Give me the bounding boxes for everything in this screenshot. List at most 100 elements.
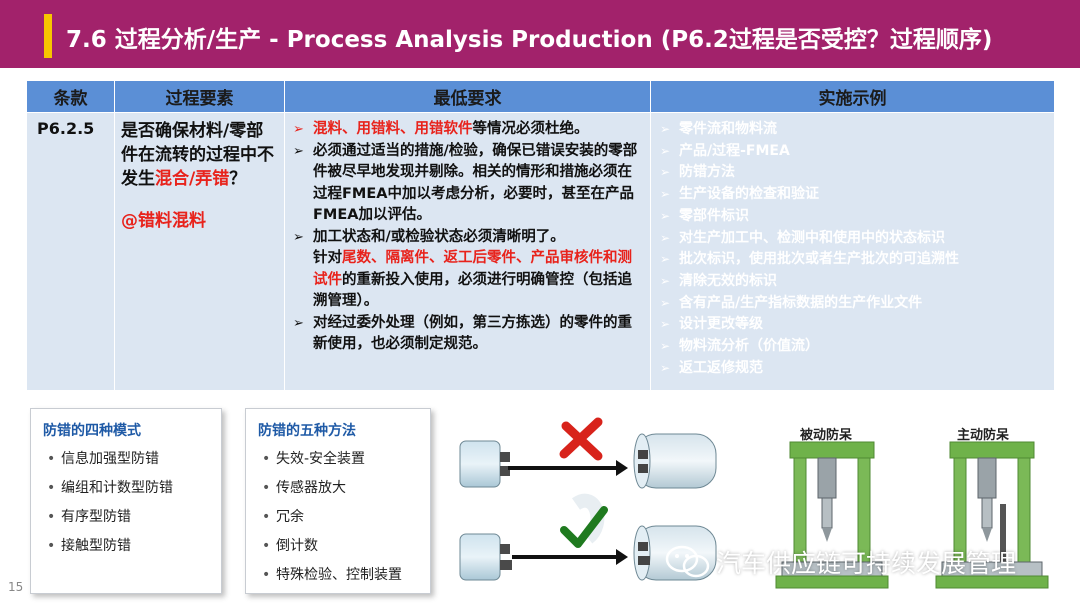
header-min-requirement: 最低要求 xyxy=(284,80,651,113)
modes-list: •信息加强型防错•编组和计数型防错•有序型防错•接触型防错 xyxy=(31,445,221,561)
bullet-dot-icon: • xyxy=(262,451,271,467)
box-title: 防错的四种模式 xyxy=(43,423,141,439)
arrow-bullet-icon: ➢ xyxy=(293,143,304,159)
mistake-proofing-methods-box: 防错的五种方法 •失效-安全装置•传感器放大•冗余•倒计数•特殊检验、控制装置 xyxy=(245,408,431,594)
list-item-text: 物料流分析（价值流） xyxy=(679,338,819,355)
slide-title: 7.6 过程分析/生产-Process Analysis Production … xyxy=(66,20,992,54)
list-item-text: 零件流和物料流 xyxy=(679,121,777,137)
bullet-dot-icon: • xyxy=(47,480,56,496)
list-item: ➢返工返修规范 xyxy=(657,358,1048,380)
correct-plug xyxy=(459,533,512,581)
list-item-text: 清除无效的标识 xyxy=(679,272,777,289)
list-item-text: 倒计数 xyxy=(276,538,318,554)
list-item-text: 批次标识，使用批次或者生产批次的可追溯性 xyxy=(679,251,959,268)
list-item-text: 零部件标识 xyxy=(679,207,749,224)
requirement-cont-pre: 针对 xyxy=(313,250,342,266)
bullet-dot-icon: • xyxy=(262,509,271,525)
requirement-red-text: 混料、用错料、用错软件 xyxy=(313,121,473,137)
bullet-dot-icon: • xyxy=(47,451,56,467)
list-item-text: 传感器放大 xyxy=(276,480,346,496)
wrong-plug xyxy=(459,440,510,488)
list-item: • 特殊检验、控制装置 xyxy=(262,561,430,590)
bullet-dot-icon: • xyxy=(262,567,271,583)
list-item: ➢ 物料流分析（价值流） xyxy=(657,336,1048,358)
list-item: ➢ 产品/过程-FMEA xyxy=(657,141,1048,163)
requirement-list: ➢ 混料、用错料、用错软件等情况必须杜绝。 ➢ 必须通过适当的措施/检验，确保已错误… xyxy=(291,119,644,356)
requirement-text: 等情况必须杜绝。 xyxy=(472,121,589,137)
list-item-text: 信息加强型防错 xyxy=(61,451,159,467)
element-text-1: 是否确保材料/零部件在流转的过程中不发生 xyxy=(121,121,274,189)
arrow-bullet-icon: ➢ xyxy=(660,143,671,158)
requirement-text: 必须通过适当的措施/检验，确保已错误安装的零部件被尽早地发现并剔除。相关的情形和… xyxy=(313,142,638,224)
list-item-text: 特殊检验、控制装置 xyxy=(276,567,402,583)
arrow-bullet-icon: ➢ xyxy=(293,229,304,245)
list-item-text: 接触型防错 xyxy=(61,538,131,554)
list-item-text: 有序型防错 xyxy=(61,509,131,525)
list-item: • 失效-安全装置 xyxy=(262,445,430,474)
requirement-item: ➢ 必须通过适当的措施/检验，确保已错误安装的零部件被尽早地发现并剔除。相关的情形… xyxy=(291,141,644,227)
box-title: 防错的五种方法 xyxy=(258,423,356,439)
page-number: 15 xyxy=(8,580,24,594)
mistake-proofing-modes-box: 防错的四种模式 •信息加强型防错•编组和计数型防错•有序型防错•接触型防错 xyxy=(30,408,222,594)
list-item: ➢ 生产设备的检查和验证 xyxy=(657,184,1048,206)
arrow-bullet-icon: ➢ xyxy=(660,295,671,310)
arrow-bullet-icon: ➢ xyxy=(660,339,671,354)
active-poka-yoke-label: 主动防呆 xyxy=(957,428,1010,443)
list-item: • 信息加强型防错 xyxy=(47,445,221,474)
arrow-bullet-icon: ➢ xyxy=(660,208,671,223)
requirement-text: 加工状态和/或检验状态必须清晰明了。 xyxy=(313,228,565,245)
arrow-bullet-icon: ➢ xyxy=(293,122,304,137)
bullet-dot-icon: • xyxy=(47,509,56,525)
list-item: ➢ 对生产加工中、检测中和使用中的状态标识 xyxy=(657,228,1048,250)
example-list: ➢ 零件流和物料流 ➢ 产品/过程-FMEA ➢ 防错方法 ➢ 生产设备的检查和验证 ➢ 零部件标… xyxy=(657,119,1048,379)
requirement-item: ➢ 加工状态和/或检验状态必须清晰明了。针对尾数、隔离件、返工后零件、产品审核件和… xyxy=(291,227,644,313)
list-item: ➢ 批次标识，使用批次或者生产批次的可追溯性 xyxy=(657,249,1048,271)
active-poka-yoke-machine xyxy=(935,441,1049,589)
arrow-bullet-icon: ➢ xyxy=(660,252,671,267)
passive-poka-yoke-machine xyxy=(775,441,889,589)
header-implementation-example: 实施示例 xyxy=(650,80,1055,113)
list-item: •倒计数 xyxy=(262,532,430,561)
title-bar: 7.6 过程分析/生产-Process Analysis Production … xyxy=(0,0,1080,68)
title-separator: - xyxy=(269,27,279,53)
list-item: ➢ 防错方法 xyxy=(657,162,1048,184)
table-row: P6.2.5 是否确保材料/零部件在流转的过程中不发生混合/弄错？ @错料混料 … xyxy=(26,112,1055,391)
title-english: Process Analysis Production (P6.2过程是否受控？… xyxy=(286,27,993,53)
list-item-text: 冗余 xyxy=(276,509,304,525)
list-item-text: 防错方法 xyxy=(679,164,735,181)
arrow-bullet-icon: ➢ xyxy=(660,122,671,136)
passive-poka-yoke-label: 被动防呆 xyxy=(800,428,853,443)
arrow-bullet-icon: ➢ xyxy=(660,165,671,180)
list-item: • 有序型防错 xyxy=(47,503,221,532)
arrow-bullet-icon: ➢ xyxy=(660,317,671,332)
list-item-text: 对生产加工中、检测中和使用中的状态标识 xyxy=(679,229,945,246)
check-icon xyxy=(560,506,608,548)
arrow-bullet-icon: ➢ xyxy=(660,230,671,245)
requirement-red-text: 尾数、隔离件、返工后零件、产品审核件和测试件 xyxy=(313,250,632,288)
title-section: 7.6 过程分析/生产 xyxy=(66,27,262,53)
list-item: ➢ 设计更改等级 xyxy=(657,314,1048,336)
list-item-text: 返工返修规范 xyxy=(679,359,763,376)
clause-number: P6.2.5 xyxy=(37,119,95,138)
list-item: • 接触型防错 xyxy=(47,532,221,561)
list-item-text: 设计更改等级 xyxy=(679,316,763,333)
element-text-2: ？ xyxy=(229,169,247,189)
methods-list: •失效-安全装置•传感器放大•冗余•倒计数•特殊检验、控制装置 xyxy=(246,445,430,590)
header-clause: 条款 xyxy=(26,80,115,113)
process-element: 是否确保材料/零部件在流转的过程中不发生混合/弄错？ @错料混料 xyxy=(121,119,278,233)
arrow-bullet-icon: ➢ xyxy=(660,187,671,202)
list-item: ➢含有产品/生产指标数据的生产作业文件 xyxy=(657,293,1048,315)
list-item: ➢ 零件流和物料流 xyxy=(657,119,1048,141)
socket-bottom xyxy=(633,525,717,581)
list-item-text: 生产设备的检查和验证 xyxy=(679,186,819,203)
list-item-text: 产品/过程-FMEA xyxy=(679,142,790,159)
requirement-item: ➢ 混料、用错料、用错软件等情况必须杜绝。 xyxy=(291,119,644,141)
wechat-icon xyxy=(665,545,710,578)
bullet-dot-icon: • xyxy=(47,538,56,554)
list-item-text: 失效-安全装置 xyxy=(276,451,366,467)
table-header-row: 条款 过程要素 最低要求 实施示例 xyxy=(26,80,1055,113)
requirements-table: 条款 过程要素 最低要求 实施示例 P6.2.5 是否确保材料/零部件在流转的过… xyxy=(26,80,1055,391)
list-item: ➢ 零部件标识 xyxy=(657,206,1048,228)
list-item: •编组和计数型防错 xyxy=(47,474,221,503)
plug-socket-diagram xyxy=(459,417,717,581)
